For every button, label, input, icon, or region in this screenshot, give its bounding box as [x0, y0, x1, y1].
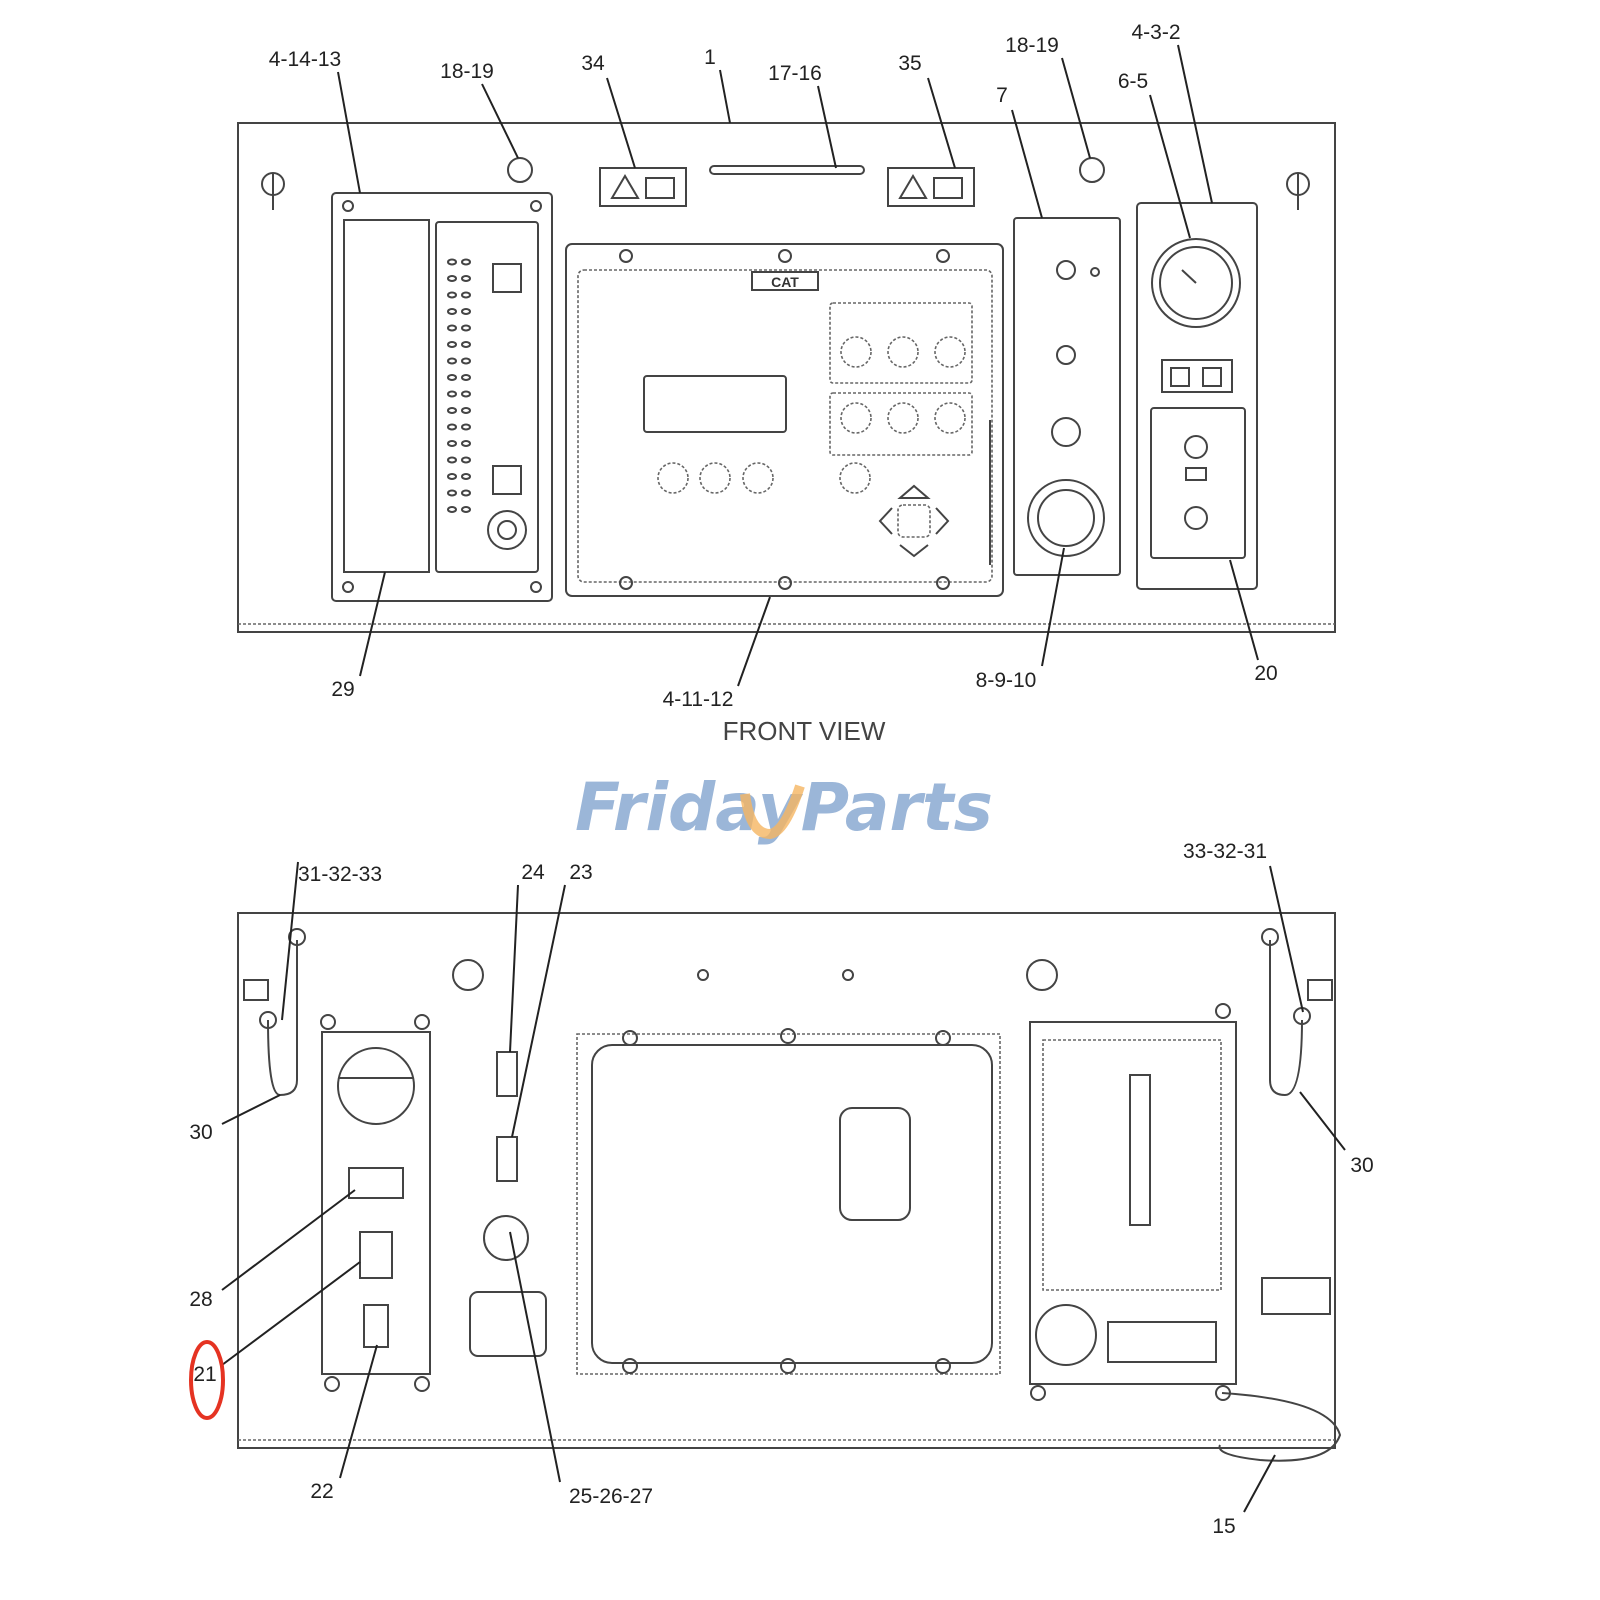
lamp-right: [1079, 157, 1105, 183]
indicator-led: [447, 390, 457, 398]
callout: 18-19: [440, 60, 494, 83]
indicator-led: [447, 407, 457, 414]
callout: 1: [704, 46, 716, 69]
connector: [469, 1291, 547, 1357]
callout: 35: [898, 52, 921, 75]
callout: 33-32-31: [1183, 840, 1267, 863]
indicator-led: [447, 473, 457, 480]
callout: 34: [581, 52, 605, 75]
indicator-led: [447, 308, 457, 315]
indicator-led: [447, 291, 457, 299]
top-callouts: 4-14-13 18-19 34 1 17-16 35 18-19 7 6-5 …: [269, 21, 1278, 711]
indicator-led: [461, 456, 471, 464]
gauge-module: [1136, 202, 1258, 590]
indicator-led: [461, 423, 471, 431]
callout: 22: [310, 1480, 333, 1503]
lamp-left: [507, 157, 533, 183]
warning-decal-35: [887, 167, 975, 207]
leader-lines: [221, 44, 1346, 1513]
callout: 20: [1254, 662, 1277, 685]
view-title: FRONT VIEW: [723, 716, 886, 746]
indicator-led: [461, 291, 471, 299]
callout: 4-14-13: [269, 48, 341, 71]
indicator-led: [461, 324, 471, 332]
indicator-led: [461, 506, 471, 513]
indicator-led: [461, 308, 471, 315]
control-panel-module: CAT: [565, 243, 1004, 597]
indicator-led: [461, 489, 471, 497]
indicator-led: [461, 440, 471, 447]
latch-left: [261, 172, 285, 210]
controller-back: [576, 1028, 1001, 1375]
indicator-led: [447, 258, 457, 266]
callout: 31-32-33: [298, 863, 382, 886]
indicator-led: [447, 456, 457, 464]
fuse-23: [496, 1136, 518, 1182]
bottom-callouts: 31-32-33 24 23 33-32-31 30 30 28 21 22 2…: [189, 840, 1373, 1538]
horn: [483, 1215, 529, 1261]
callout: 25-26-27: [569, 1485, 653, 1508]
callout: 28: [189, 1288, 212, 1311]
callout: 24: [521, 861, 545, 884]
callout-highlighted: 21: [193, 1363, 216, 1386]
watermark-logo: FridayParts: [575, 769, 993, 846]
indicator-led: [447, 341, 457, 348]
indicator-led: [461, 275, 471, 282]
warning-decal-34: [599, 167, 687, 207]
terminal-module: [1029, 1003, 1342, 1462]
annunciator-module: [331, 192, 553, 602]
callout: 6-5: [1118, 70, 1148, 93]
callout: 17-16: [768, 62, 822, 85]
latch-right: [1286, 172, 1310, 210]
indicator-led: [447, 423, 457, 431]
callout: 18-19: [1005, 34, 1059, 57]
lamp-socket-left: [452, 959, 484, 991]
indicator-led: [461, 374, 471, 381]
relay-module: [320, 1014, 431, 1392]
indicator-led: [461, 357, 471, 365]
callout: 4-11-12: [663, 688, 734, 711]
indicator-led: [447, 324, 457, 332]
indicator-led: [461, 407, 471, 414]
watermark-check-icon: [740, 784, 805, 840]
nameplate-slot: [709, 165, 865, 175]
callout: 15: [1212, 1515, 1235, 1538]
cat-badge: CAT: [771, 274, 799, 290]
indicator-led: [461, 473, 471, 480]
front-panel: CAT: [237, 122, 1336, 633]
indicator-led: [461, 341, 471, 348]
indicator-led: [447, 506, 457, 513]
indicator-led: [447, 275, 457, 282]
switch-module: [1013, 217, 1121, 576]
fuse-24: [496, 1051, 518, 1097]
highlight-circle: [189, 1340, 225, 1420]
lamp-socket-right: [1026, 959, 1058, 991]
indicator-led: [447, 440, 457, 447]
indicator-led: [447, 374, 457, 381]
rear-panel: [237, 912, 1342, 1462]
indicator-led: [461, 390, 471, 398]
callout: 23: [569, 861, 592, 884]
indicator-led: [461, 258, 471, 266]
callout: 7: [996, 84, 1008, 107]
callout: 29: [331, 678, 354, 701]
indicator-led: [447, 489, 457, 497]
callout: 30: [189, 1121, 212, 1144]
indicator-led: [447, 357, 457, 365]
callout: 30: [1350, 1154, 1373, 1177]
callout: 4-3-2: [1131, 21, 1180, 44]
callout: 8-9-10: [976, 669, 1037, 692]
